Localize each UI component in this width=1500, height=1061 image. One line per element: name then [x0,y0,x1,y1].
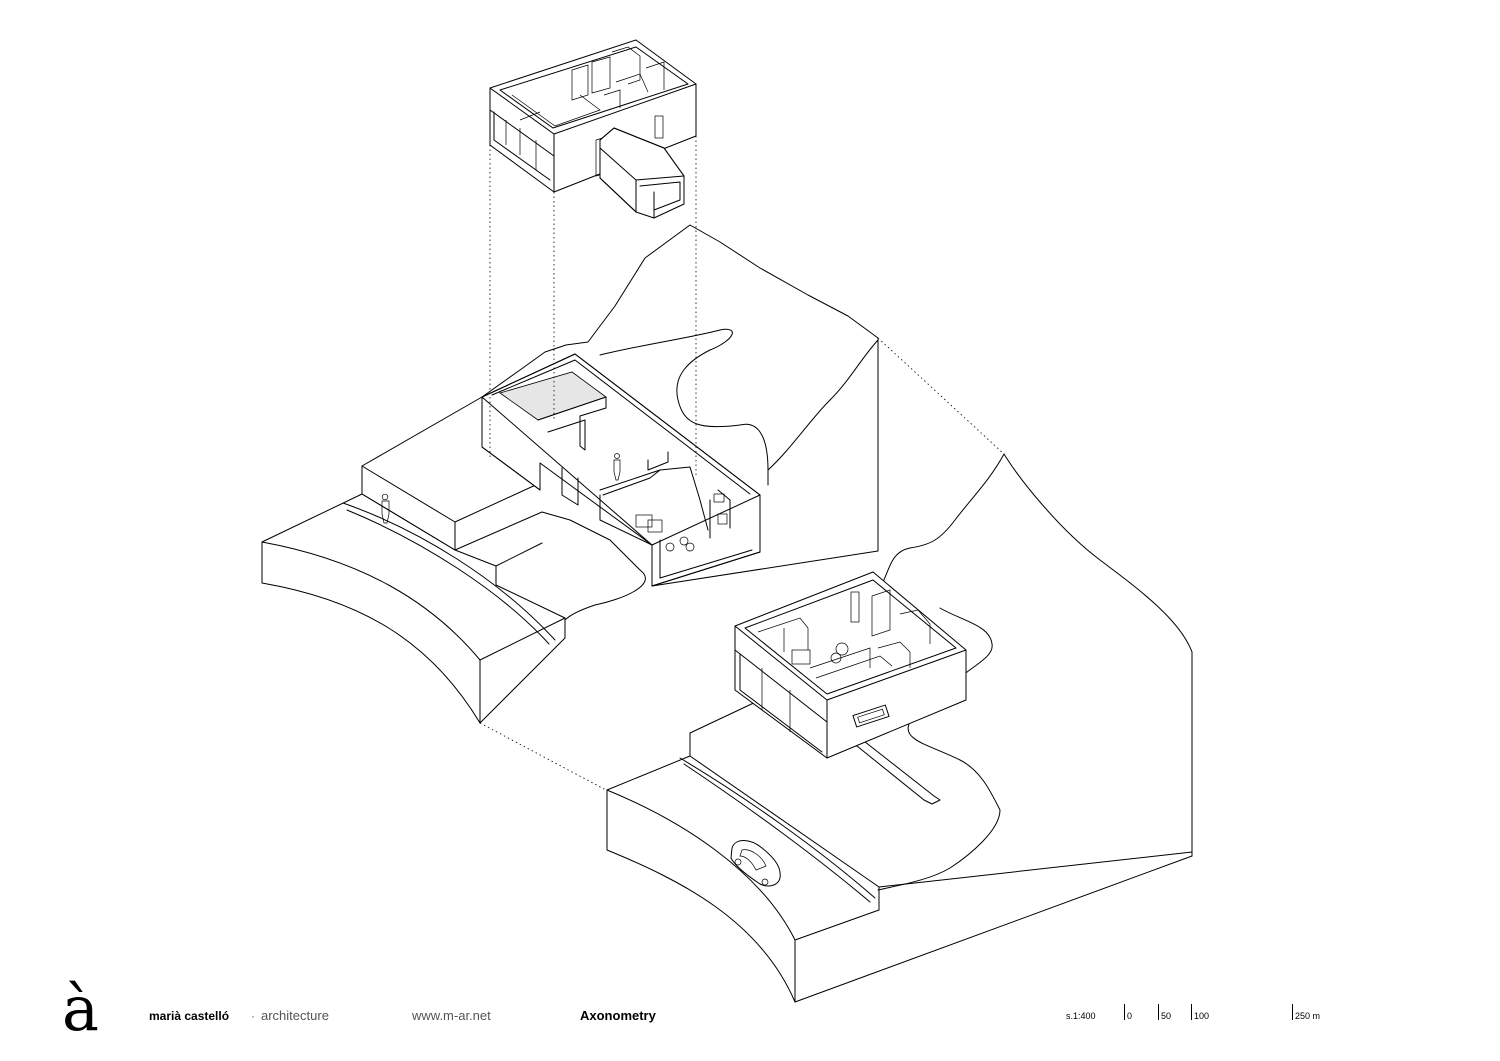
name-separator: · [251,1009,255,1023]
scale-tick-250: 250 m [1295,1011,1321,1021]
office-name: marià castelló [149,1009,230,1023]
scale-tick-100: 100 [1194,1011,1210,1021]
car [730,840,781,887]
scale-tick-mark [1158,1004,1159,1020]
scale-tick-mark [1292,1004,1293,1020]
person-figure-terrace [381,493,390,524]
exploded-floor-plan [489,39,697,219]
lower-building [734,571,967,759]
lower-terrain-block [606,453,1193,1003]
scale-label: s.1:400 [1066,1011,1096,1021]
office-type: architecture [261,1008,329,1023]
sheet-title: Axonometry [580,1008,656,1023]
scale-tick-mark [1124,1004,1125,1020]
scale-tick-50: 50 [1161,1011,1172,1021]
scale-tick-mark [1191,1004,1192,1020]
scale-tick-0: 0 [1127,1011,1133,1021]
office-logo: à [62,972,99,1045]
website-link[interactable]: www.m-ar.net [412,1008,491,1023]
upper-terrain-block [261,224,879,724]
projection-lines [479,136,1005,791]
person-figure-interior [613,453,621,481]
upper-building [481,353,761,587]
